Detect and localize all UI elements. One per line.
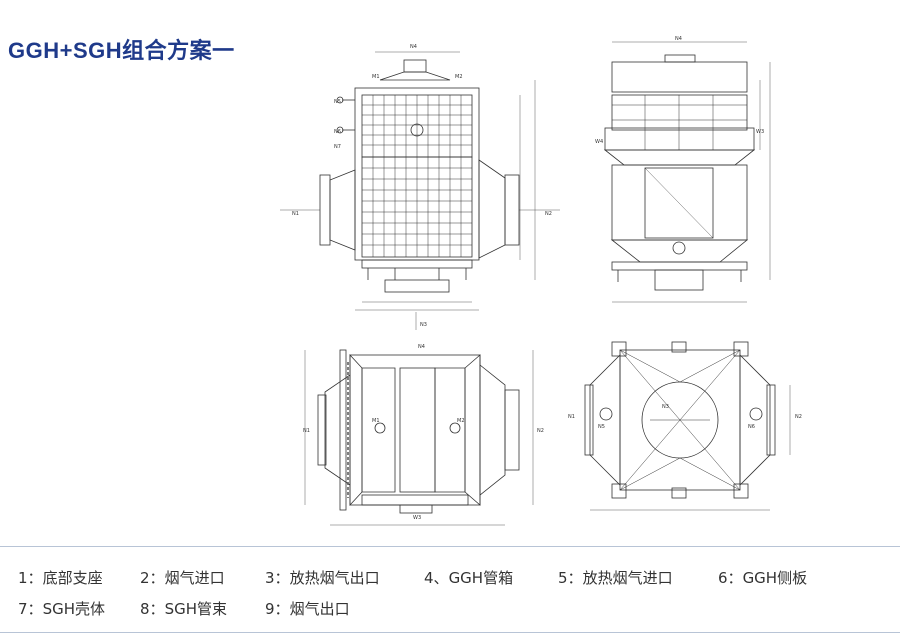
label-n1-bottom: N1	[568, 414, 575, 420]
label-w3-plan: W3	[413, 515, 421, 521]
legend-item-6: 6：GGH侧板	[718, 569, 808, 587]
legend-item-3: 3：放热烟气出口	[265, 569, 380, 587]
label-n4-top: N4	[410, 44, 417, 50]
legend-item-9: 9：烟气出口	[265, 600, 350, 618]
label-n3: N3	[420, 322, 427, 328]
page-title: GGH+SGH组合方案一	[8, 38, 235, 63]
label-m2: M2	[455, 74, 463, 80]
front-elevation-view: N4 N1 N2 N5 N6 N7 M1 M2 N3	[280, 44, 560, 330]
label-n2-plan: N2	[537, 428, 544, 434]
side-elevation-view: N4 W3 W4	[595, 36, 771, 303]
legend-item-7: 7：SGH壳体	[18, 600, 105, 618]
label-m1-plan: M1	[372, 418, 380, 424]
legend-bottom-divider	[0, 632, 900, 633]
bottom-plan-view: N3 N5 N6 N1 N2	[568, 341, 802, 511]
label-m5-bottom: N5	[598, 424, 605, 430]
legend-item-1: 1：底部支座	[18, 569, 103, 587]
label-m2-plan: M2	[457, 418, 465, 424]
label-w3: W3	[756, 129, 764, 135]
legend-item-5: 5：放热烟气进口	[558, 569, 673, 587]
label-n7: N7	[334, 144, 341, 150]
label-m1: M1	[372, 74, 380, 80]
label-n2-bottom: N2	[795, 414, 802, 420]
legend-top-divider	[0, 546, 900, 547]
label-n5: N5	[334, 99, 341, 105]
engineering-drawing: N4 N1 N2 N5 N6 N7 M1 M2 N3	[280, 36, 802, 526]
label-n6: N6	[334, 129, 341, 135]
label-m6-bottom: N6	[748, 424, 755, 430]
plan-section-view: N1 N2 N4 W3 M1 M2	[303, 344, 544, 526]
legend-item-4: 4、GGH管箱	[424, 569, 514, 587]
label-w4: W4	[595, 139, 603, 145]
legend-item-8: 8：SGH管束	[140, 600, 227, 618]
label-n1-plan: N1	[303, 428, 310, 434]
label-n1: N1	[292, 211, 299, 217]
legend-item-2: 2：烟气进口	[140, 569, 225, 587]
label-n3-bottom: N3	[662, 404, 669, 410]
label-n2: N2	[545, 211, 552, 217]
label-n4-plan: N4	[418, 344, 425, 350]
label-n4-side: N4	[675, 36, 682, 42]
